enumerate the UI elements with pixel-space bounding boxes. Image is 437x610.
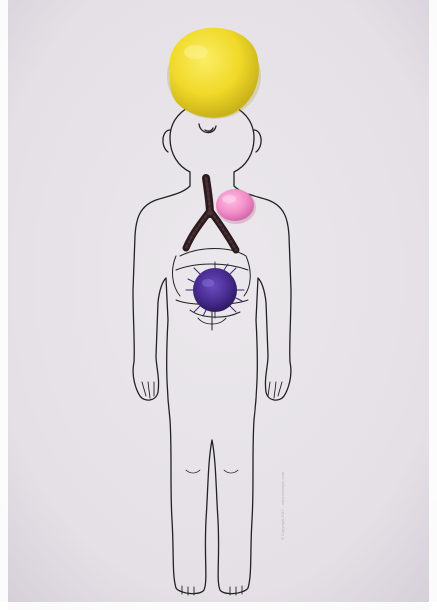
brain-pompom (167, 28, 261, 119)
copyright-note: © Copyright 2017 - www.example.com (280, 470, 290, 540)
